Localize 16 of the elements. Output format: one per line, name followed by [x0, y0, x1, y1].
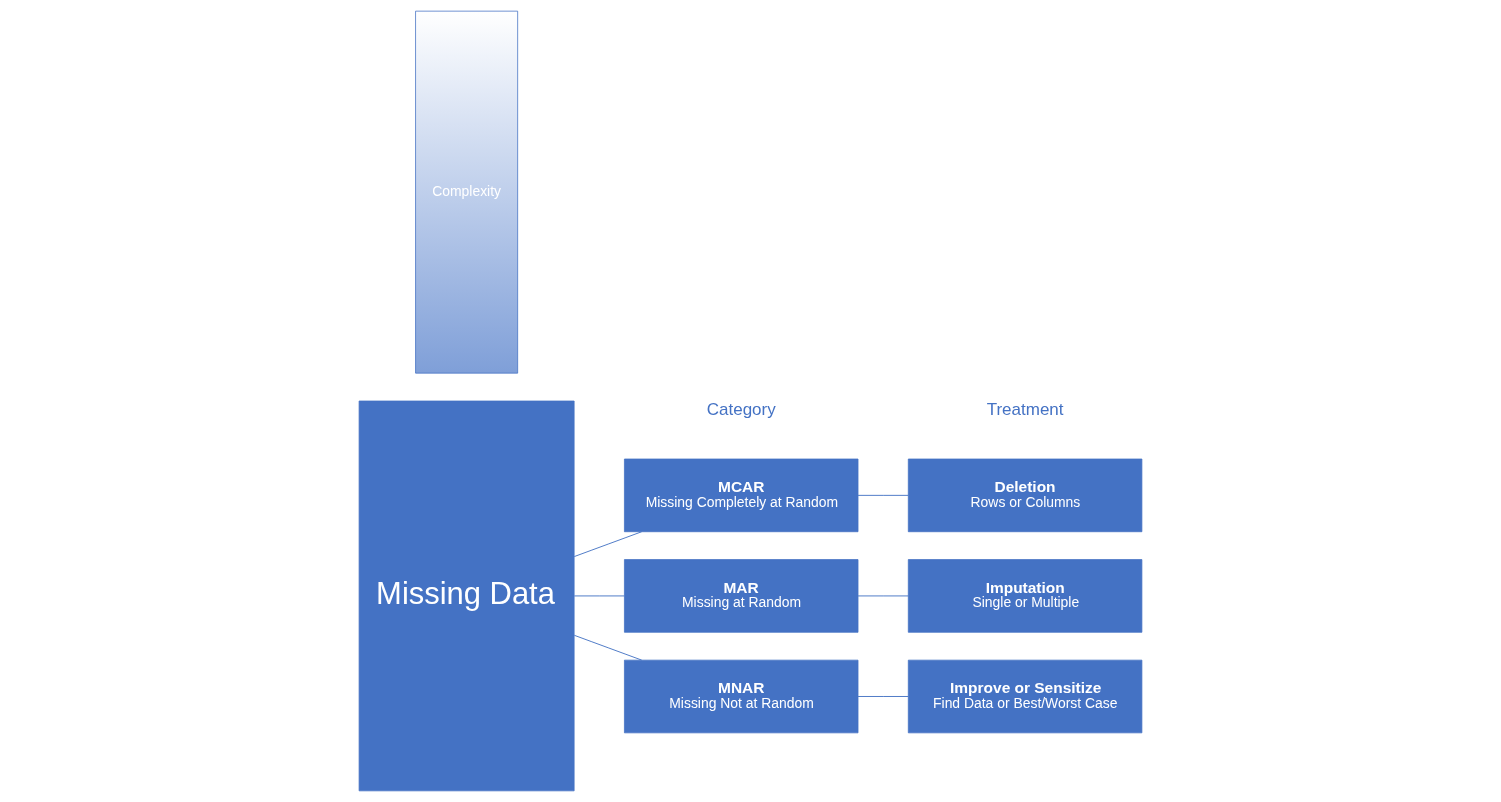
label: Treatment: [986, 400, 1064, 420]
node-box: Imputation Single or Multiple: [907, 559, 1143, 633]
connector: [573, 634, 643, 661]
label: Complexity: [432, 182, 502, 199]
label: Category: [706, 400, 776, 420]
node-box: MAR Missing at Random: [624, 559, 859, 633]
connector: [573, 595, 625, 597]
connector: [857, 494, 909, 496]
connector: [573, 531, 643, 557]
node-box: MCAR Missing Completely at Random: [624, 458, 859, 533]
connector: [857, 595, 909, 597]
node-box: Missing Data: [358, 400, 575, 792]
connector: [857, 696, 909, 697]
node-box: Deletion Rows or Columns: [907, 458, 1143, 533]
node-box: Improve or Sensitize Find Data or Best/Worst Case: [907, 659, 1143, 734]
node-box: MNAR Missing Not at Random: [624, 659, 859, 734]
